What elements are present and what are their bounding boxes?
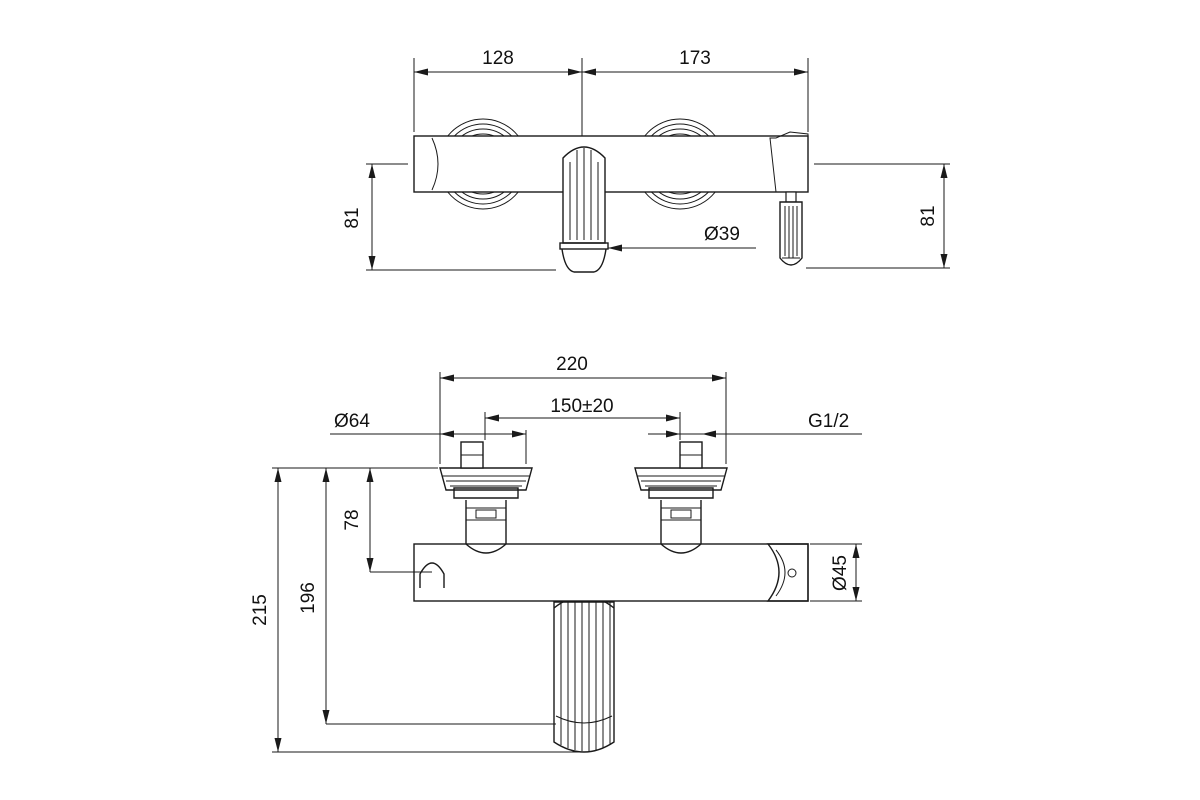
dim-220 — [439, 372, 727, 464]
dim-g12 — [648, 430, 862, 438]
dim-215-label: 215 — [250, 594, 271, 626]
spout-front — [553, 592, 615, 753]
dim-81-right — [806, 163, 950, 269]
dim-150 — [484, 412, 681, 440]
dim-d45 — [810, 543, 862, 602]
spout-top — [559, 146, 609, 273]
front-view: 220 150±20 Ø64 G1/2 — [250, 354, 862, 753]
right-connector — [634, 441, 728, 554]
dim-173-label: 173 — [679, 48, 711, 69]
dim-81-right-label: 81 — [918, 205, 939, 226]
mixer-body-top — [413, 135, 809, 193]
dim-215 — [272, 467, 584, 753]
dim-d39-label: Ø39 — [704, 224, 740, 245]
dim-220-label: 220 — [556, 354, 588, 375]
dim-150-label: 150±20 — [550, 396, 613, 417]
dim-78 — [364, 467, 438, 573]
dim-81-left-label: 81 — [342, 207, 363, 228]
top-view: 128 173 81 81 Ø39 — [342, 48, 950, 273]
left-connector — [439, 441, 533, 554]
dim-196 — [320, 467, 556, 725]
dim-196-label: 196 — [298, 582, 319, 614]
dim-g12-label: G1/2 — [808, 411, 849, 432]
diverter-handle — [779, 191, 803, 266]
dim-d64 — [330, 430, 527, 464]
dim-128-label: 128 — [482, 48, 514, 69]
dim-d64-label: Ø64 — [334, 411, 370, 432]
dim-d45-label: Ø45 — [830, 555, 851, 591]
dim-81-left — [366, 163, 556, 271]
dim-d39 — [608, 244, 756, 252]
dim-78-label: 78 — [342, 509, 363, 530]
dim-top-widths — [413, 58, 809, 136]
mixer-body-front — [413, 543, 809, 602]
